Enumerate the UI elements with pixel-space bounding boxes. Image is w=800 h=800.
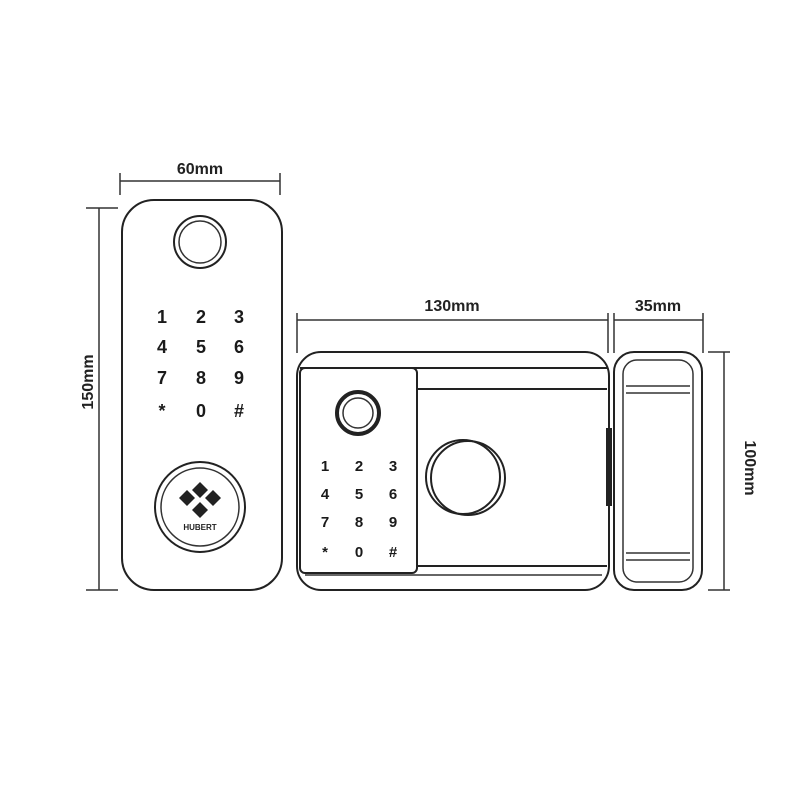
lock-body: 1 2 3 4 5 6 7 8 9 * 0 #: [296, 351, 612, 591]
keypad-key: 2: [196, 307, 206, 327]
body-keypad: 1 2 3 4 5 6 7 8 9 * 0 #: [321, 458, 398, 561]
front-panel: 1 2 3 4 5 6 7 8 9 * 0 # HUBERT: [121, 199, 283, 591]
keypad-key: 8: [355, 514, 363, 531]
keypad-key: 7: [321, 514, 329, 531]
keypad-panel: [299, 367, 418, 574]
keypad-key: 0: [196, 401, 206, 421]
keypad-key: 5: [355, 486, 363, 503]
front-keypad: 1 2 3 4 5 6 7 8 9 * 0 #: [157, 307, 244, 421]
keypad-key: 1: [157, 307, 167, 327]
dim-front-width: 60mm: [119, 161, 281, 195]
keypad-key: 9: [234, 368, 244, 388]
brand-text: HUBERT: [183, 523, 216, 532]
keypad-key: 7: [157, 368, 167, 388]
keypad-key: *: [322, 544, 328, 561]
dim-label-100mm: 100mm: [741, 440, 758, 495]
keypad-key: 3: [234, 307, 244, 327]
keypad-key: 2: [355, 458, 363, 475]
keypad-key: #: [389, 544, 398, 561]
dim-label-130mm: 130mm: [424, 298, 479, 315]
keypad-key: 6: [389, 486, 397, 503]
strike-plate: [613, 351, 703, 591]
keypad-key: 3: [389, 458, 397, 475]
keypad-key: #: [234, 401, 244, 421]
keypad-key: 0: [355, 544, 363, 561]
keypad-key: 4: [321, 486, 330, 503]
fingerprint-sensor-icon: [335, 390, 381, 436]
keypad-key: 9: [389, 514, 397, 531]
keypad-key: 4: [157, 337, 167, 357]
dim-strike-width: 35mm: [613, 298, 704, 353]
dim-label-35mm: 35mm: [635, 298, 681, 315]
latch-gap: [606, 428, 612, 506]
hubert-logo-icon: HUBERT: [154, 461, 246, 553]
fingerprint-sensor-icon: [173, 215, 227, 269]
dim-body-width: 130mm: [296, 298, 609, 353]
keypad-key: 5: [196, 337, 206, 357]
dim-label-60mm: 60mm: [177, 161, 223, 178]
keypad-key: *: [158, 401, 165, 421]
dim-front-height: 150mm: [80, 207, 118, 591]
keypad-key: 1: [321, 458, 329, 475]
dim-body-height: 100mm: [708, 351, 758, 591]
keypad-key: 8: [196, 368, 206, 388]
keypad-key: 6: [234, 337, 244, 357]
knob-icon: [425, 439, 506, 516]
dim-label-150mm: 150mm: [80, 354, 97, 409]
